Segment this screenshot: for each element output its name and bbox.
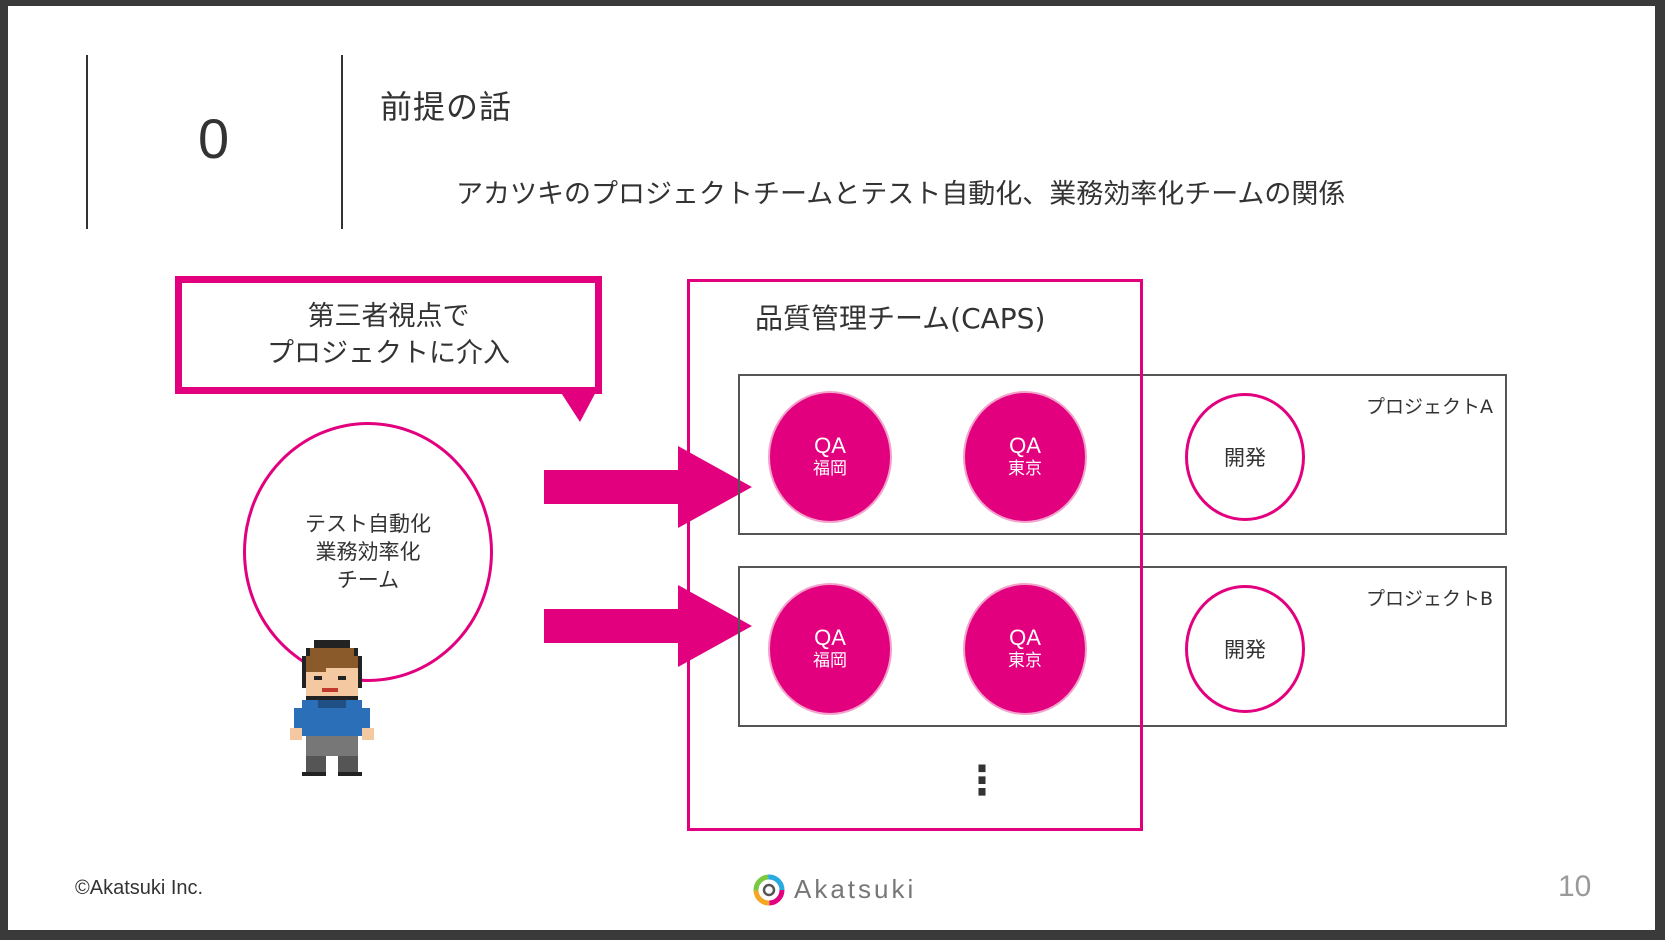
automation-team-line-2: 業務効率化 (315, 540, 421, 564)
qa-tokyo-circle: QA 東京 (965, 585, 1085, 713)
callout-box: 第三者視点で プロジェクトに介入 (175, 276, 602, 394)
callout-line-1: 第三者視点で (307, 301, 470, 332)
qa-label: QA (1009, 625, 1041, 650)
akatsuki-logo-icon (753, 874, 785, 906)
qa-label: QA (814, 625, 846, 650)
section-number: 0 (198, 107, 230, 170)
dev-circle: 開発 (1185, 585, 1305, 713)
page-title: 前提の話 (380, 88, 513, 126)
project-box-a (738, 374, 1507, 535)
dev-circle: 開発 (1185, 393, 1305, 521)
automation-team-line-3: チーム (336, 568, 400, 592)
caps-ellipsis: ⋮ (962, 758, 1002, 804)
callout-line-2: プロジェクトに介入 (267, 338, 510, 369)
copyright-text: ©Akatsuki Inc. (75, 877, 204, 899)
caps-team-frame (687, 279, 1143, 831)
right-arrow-icon (544, 585, 752, 667)
slide: 0 前提の話 アカツキのプロジェクトチームとテスト自動化、業務効率化チームの関係… (8, 6, 1655, 930)
project-label-a: プロジェクトA (1366, 396, 1493, 418)
callout-text: 第三者視点で プロジェクトに介入 (267, 298, 510, 372)
qa-label: QA (814, 433, 846, 458)
project-label-b: プロジェクトB (1366, 588, 1494, 610)
callout-tail (558, 388, 598, 422)
page-subtitle: アカツキのプロジェクトチームとテスト自動化、業務効率化チームの関係 (456, 179, 1346, 210)
qa-fukuoka-circle: QA 福岡 (770, 393, 890, 521)
qa-location: 福岡 (813, 651, 847, 671)
qa-tokyo-circle: QA 東京 (965, 393, 1085, 521)
qa-location: 東京 (1008, 651, 1042, 671)
header-divider-right (341, 55, 343, 229)
qa-location: 福岡 (813, 459, 847, 479)
automation-team-circle: テスト自動化 業務効率化 チーム (243, 422, 493, 682)
project-box-b (738, 566, 1507, 727)
automation-team-line-1: テスト自動化 (305, 512, 431, 536)
right-arrow-icon (544, 446, 752, 528)
brand-name: Akatsuki (794, 874, 917, 904)
qa-location: 東京 (1008, 459, 1042, 479)
page-number: 10 (1558, 870, 1592, 903)
qa-fukuoka-circle: QA 福岡 (770, 585, 890, 713)
pixel-character-icon (290, 640, 374, 776)
caps-team-title: 品質管理チーム(CAPS) (755, 302, 1046, 335)
qa-label: QA (1009, 433, 1041, 458)
header-divider-left (86, 55, 88, 229)
